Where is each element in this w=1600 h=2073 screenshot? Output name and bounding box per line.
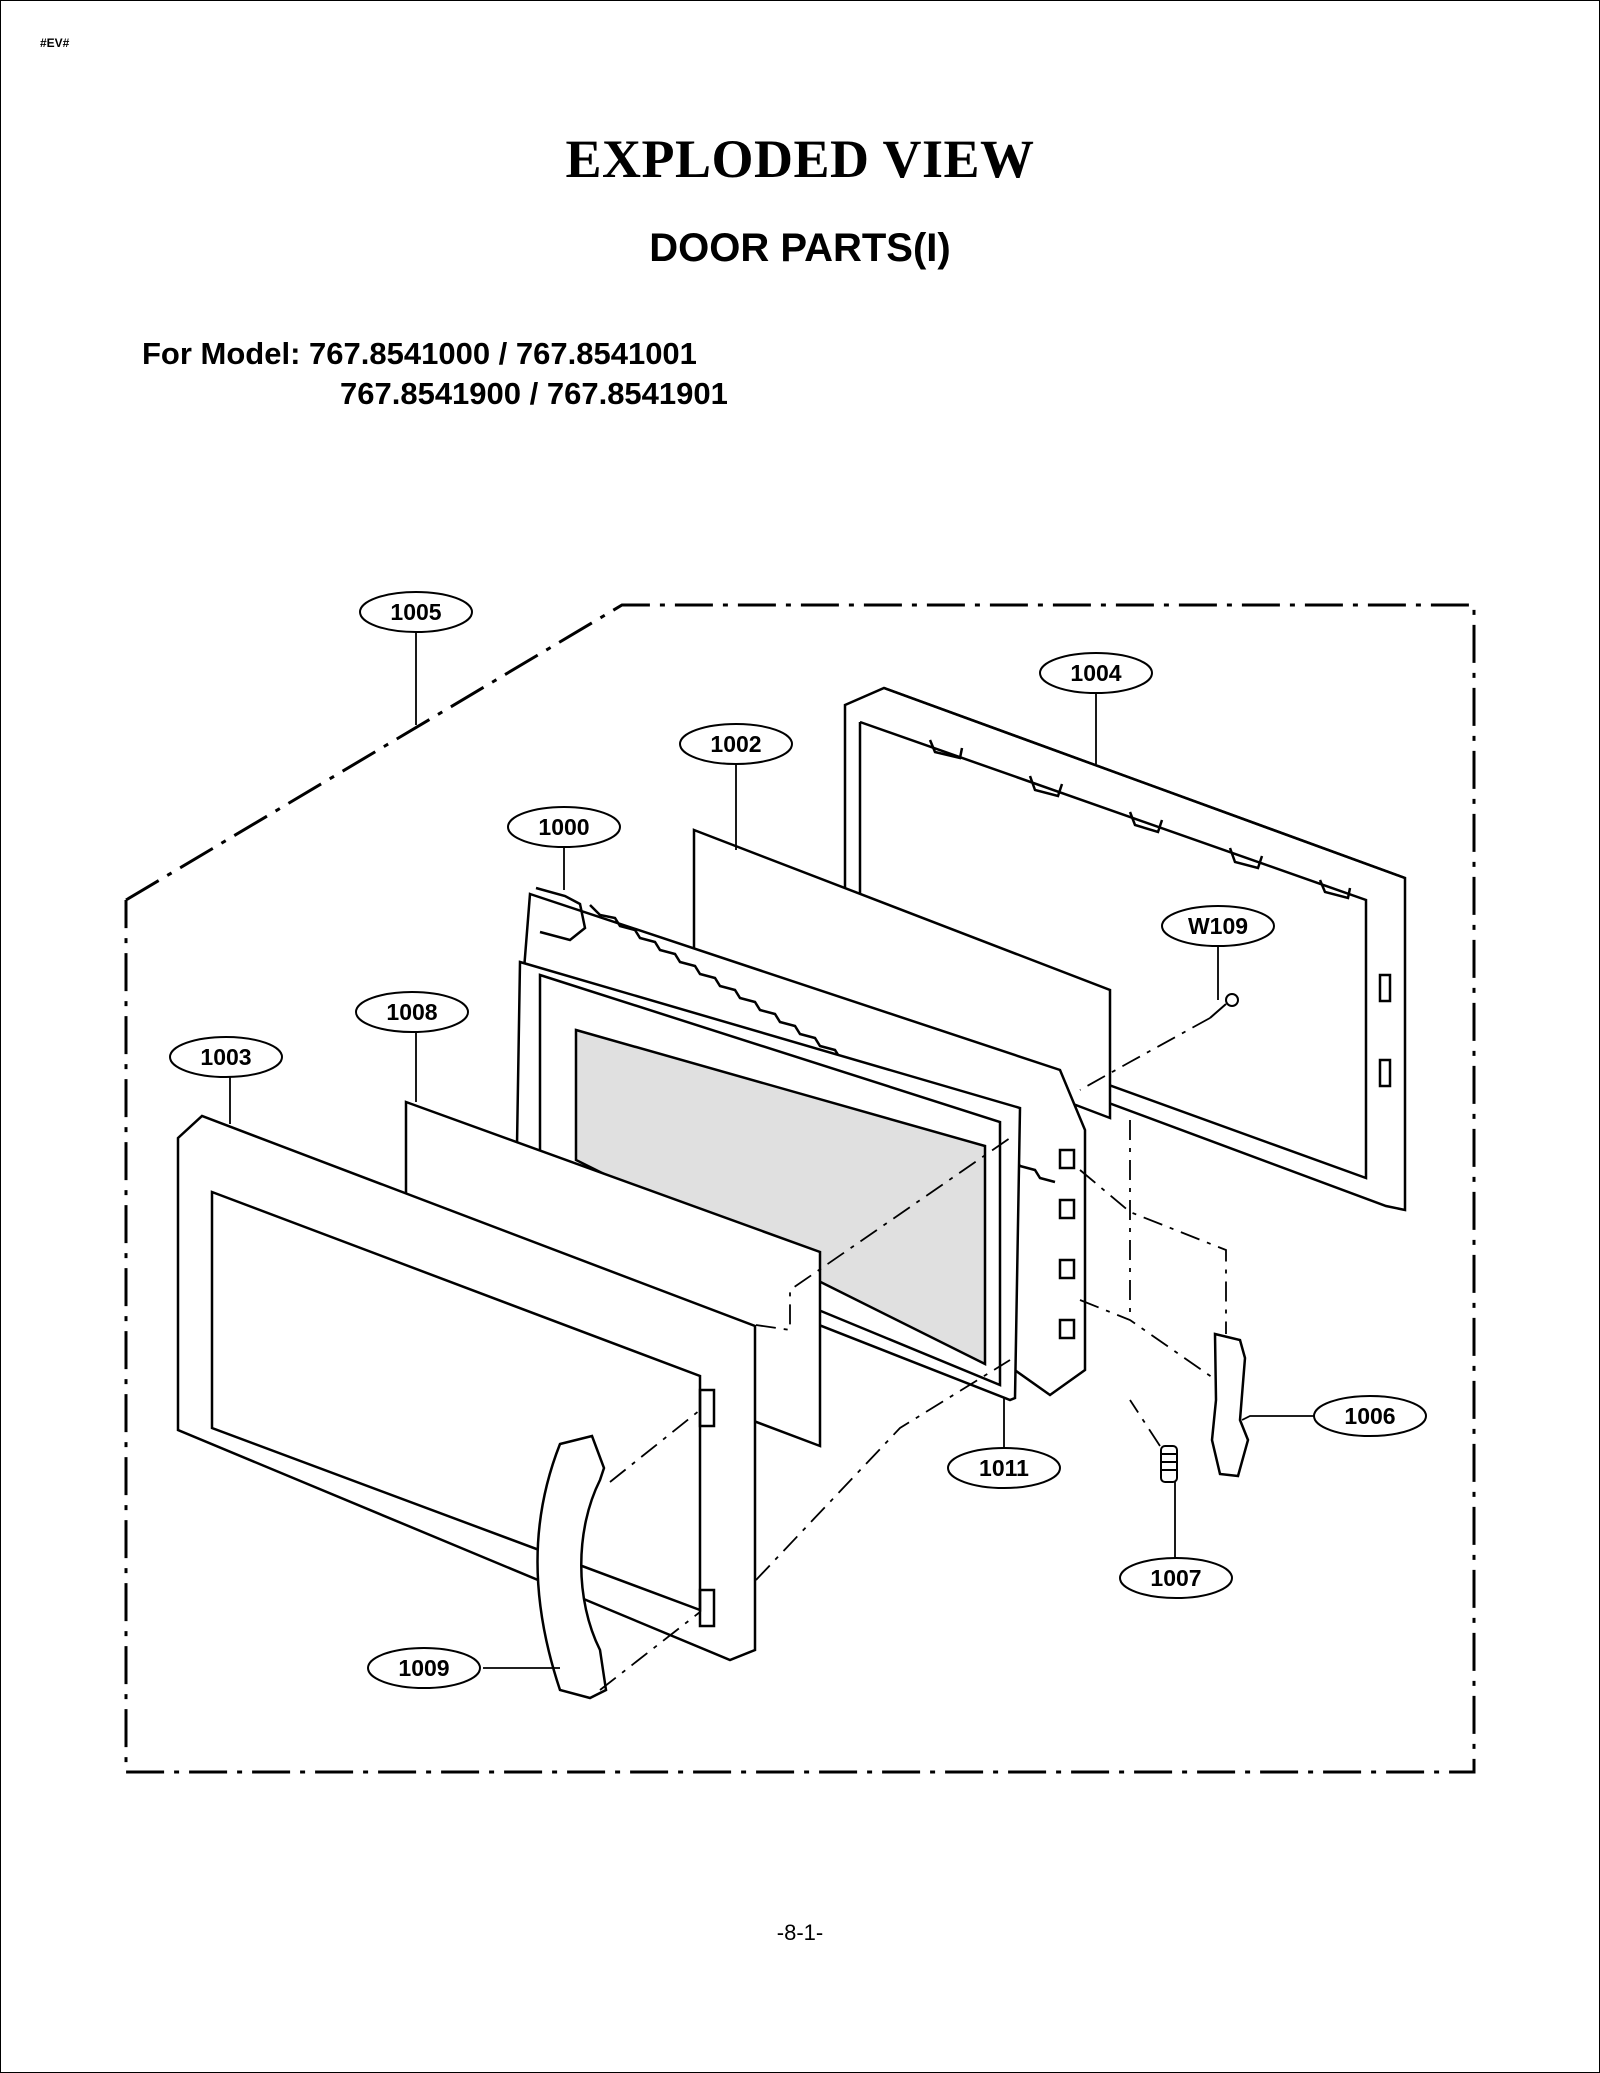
callout-1006: 1006 xyxy=(1313,1395,1427,1437)
leader-lines xyxy=(229,632,1315,1669)
callout-label-1004: 1004 xyxy=(1070,660,1121,686)
part-1011-inner-frame xyxy=(514,960,1022,1402)
document-code: #EV# xyxy=(40,36,70,50)
page-subtitle: DOOR PARTS(I) xyxy=(649,226,951,270)
page-title: EXPLODED VIEW xyxy=(565,129,1035,189)
callout-label-1002: 1002 xyxy=(710,731,761,757)
part-1002-glass-plate xyxy=(692,828,1112,1120)
callout-1000: 1000 xyxy=(507,806,621,848)
callout-label-1006: 1006 xyxy=(1344,1403,1395,1429)
part-1007-spring xyxy=(1160,1445,1178,1483)
callout-label-1008: 1008 xyxy=(386,999,437,1025)
callout-w109: W109 xyxy=(1161,905,1275,947)
assembly-lines xyxy=(599,1017,1227,1691)
callout-1011: 1011 xyxy=(947,1447,1061,1489)
callout-1007: 1007 xyxy=(1119,1557,1233,1599)
callout-1003: 1003 xyxy=(169,1036,283,1078)
callout-1009: 1009 xyxy=(367,1647,481,1689)
callout-label-1009: 1009 xyxy=(398,1655,449,1681)
callout-label-1005: 1005 xyxy=(390,599,441,625)
part-w109-screw xyxy=(1209,993,1239,1019)
page-number: -8-1- xyxy=(776,1920,824,1945)
callout-1002: 1002 xyxy=(679,723,793,765)
callout-label-1011: 1011 xyxy=(979,1455,1029,1481)
callout-1004: 1004 xyxy=(1039,652,1153,694)
callout-label-w109: W109 xyxy=(1188,913,1248,939)
callout-label-1003: 1003 xyxy=(200,1044,251,1070)
model-line-1: For Model: 767.8541000 / 767.8541001 xyxy=(142,336,697,371)
callout-1008: 1008 xyxy=(355,991,469,1033)
model-line-2: 767.8541900 / 767.8541901 xyxy=(340,376,728,411)
part-1009-handle xyxy=(536,1434,608,1700)
callout-label-1007: 1007 xyxy=(1150,1565,1201,1591)
part-1006-latch xyxy=(1210,1332,1250,1478)
callout-label-1000: 1000 xyxy=(538,814,589,840)
callout-1005: 1005 xyxy=(359,591,473,633)
